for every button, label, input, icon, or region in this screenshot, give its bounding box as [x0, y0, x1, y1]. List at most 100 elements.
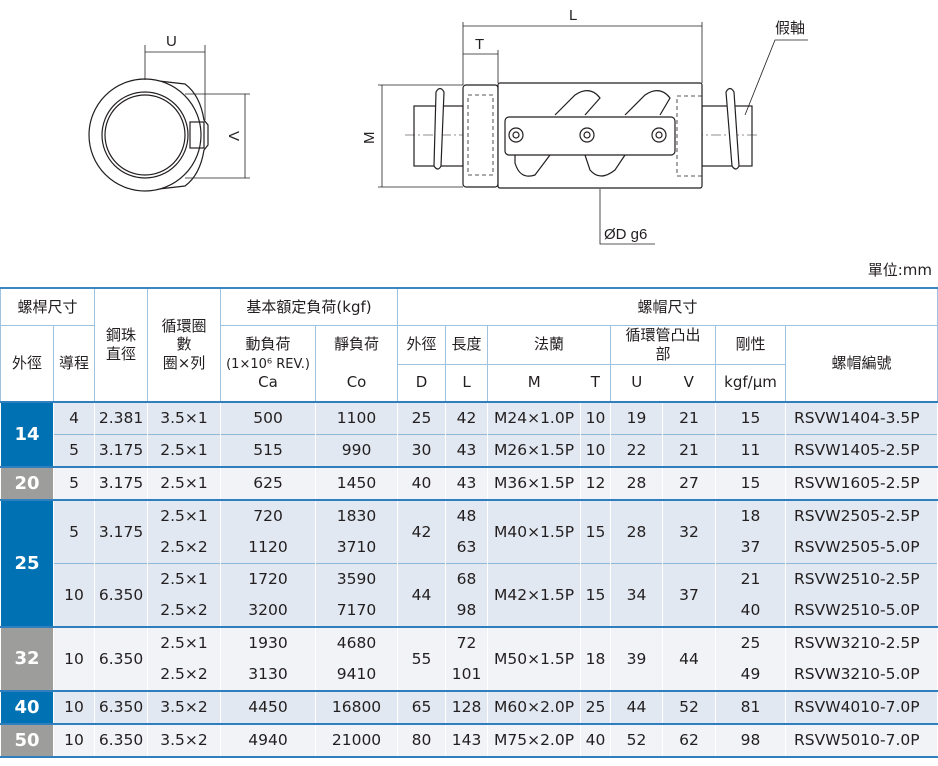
nut-od: 65: [397, 689, 447, 724]
circuits: 2.5×1: [147, 498, 222, 532]
ball-dia: 3.175: [94, 433, 149, 467]
tube-u: 44: [610, 689, 664, 724]
screw-outer-dia: 20: [0, 465, 54, 500]
header-model: 螺帽編號: [785, 325, 938, 402]
lead: 5: [52, 498, 96, 563]
retaining-ring-left: [433, 87, 445, 170]
header-v: V: [662, 364, 717, 403]
nut-model: RSVW2510-5.0P: [785, 594, 938, 627]
header-flange: 法蘭: [487, 325, 612, 365]
flange-t: 10: [580, 433, 612, 467]
static-load: 3710: [315, 531, 399, 563]
flange-m: M36×1.5P: [487, 465, 582, 500]
stiffness: 37: [715, 531, 787, 563]
static-load: 3590: [315, 562, 399, 595]
m-label: M: [361, 132, 378, 145]
header-circuits-sub: 圈×列: [162, 354, 206, 373]
ball-dia: 6.350: [94, 625, 149, 691]
ball-dia: 2.381: [94, 400, 149, 434]
flange-m: M75×2.0P: [487, 722, 582, 758]
nut-od: 42: [397, 498, 447, 563]
static-load: 4680: [315, 625, 399, 659]
header-circuits: 循環圈數圈×列: [147, 287, 222, 402]
nut-length: 98: [445, 594, 489, 627]
dynamic-load: 3130: [220, 658, 317, 691]
flange-t: 25: [580, 689, 612, 724]
header-outer-dia: 外徑: [0, 325, 54, 402]
screw-outer-dia: 40: [0, 689, 54, 724]
flange-t: 15: [580, 562, 612, 627]
header-load-rating: 基本額定負荷(kgf): [220, 287, 399, 326]
nut-model: RSVW2510-2.5P: [785, 562, 938, 595]
l-label: L: [569, 7, 577, 24]
nut-model: RSVW3210-5.0P: [785, 658, 938, 691]
stiffness: 25: [715, 625, 787, 659]
tube-u: 28: [610, 498, 664, 563]
header-u: U: [610, 364, 663, 403]
tube-v: 44: [662, 625, 717, 691]
nut-model: RSVW4010-7.0P: [785, 689, 938, 724]
nut-od: 55: [397, 625, 447, 691]
tube-v: 62: [662, 722, 717, 758]
lead: 10: [52, 562, 96, 627]
screw-outer-dia: 25: [0, 498, 54, 627]
static-load: 1450: [315, 465, 399, 500]
header-lead: 導程: [52, 325, 96, 402]
od-leader: [599, 189, 655, 245]
flange-m: M60×2.0P: [487, 689, 582, 724]
stiffness: 15: [715, 465, 787, 500]
header-length: 長度: [445, 325, 489, 365]
dynamic-load: 3200: [220, 594, 317, 627]
dynamic-load: 500: [220, 400, 317, 434]
flange-m: M42×1.5P: [487, 562, 582, 627]
flange-m: M26×1.5P: [487, 433, 582, 467]
circuits: 2.5×2: [147, 594, 222, 627]
flange-t: 12: [580, 465, 612, 500]
nut-outer-circle: [88, 78, 202, 192]
tube-v: 27: [662, 465, 717, 500]
nut-od: 25: [397, 400, 447, 434]
circuits: 3.5×1: [147, 400, 222, 434]
screw-circle: [104, 94, 186, 176]
u-label: U: [166, 33, 177, 50]
ball-dia: 6.350: [94, 562, 149, 627]
header-l: L: [445, 364, 489, 403]
dummy-shaft-label: 假軸: [775, 20, 805, 37]
nut-model: RSVW1605-2.5P: [785, 465, 938, 500]
t-label: T: [475, 36, 484, 53]
header-d: D: [397, 364, 447, 403]
tube-u: 34: [610, 562, 664, 627]
header-stiffness-unit: kgf/μm: [715, 364, 787, 403]
stiffness: 81: [715, 689, 787, 724]
tube-u: 22: [610, 433, 664, 467]
static-load: 9410: [315, 658, 399, 691]
nut-od: 80: [397, 722, 447, 758]
tube-u: 52: [610, 722, 664, 758]
nut-model: RSVW2505-5.0P: [785, 531, 938, 563]
ball-dia: 6.350: [94, 689, 149, 724]
lead: 10: [52, 722, 96, 758]
circuits: 2.5×1: [147, 433, 222, 467]
circuits: 3.5×2: [147, 689, 222, 724]
nut-length: 101: [445, 658, 489, 691]
flange-t: 18: [580, 625, 612, 691]
stiffness: 21: [715, 562, 787, 595]
nut-length: 43: [445, 433, 489, 467]
return-tubes: [514, 90, 671, 177]
flange-t: 10: [580, 400, 612, 434]
return-tube-stub: [189, 121, 205, 149]
lead: 5: [52, 465, 96, 500]
spec-table: 螺桿尺寸 鋼珠直徑 循環圈數圈×列 基本額定負荷(kgf) 螺帽尺寸 外徑 導程…: [0, 287, 938, 758]
nut-model: RSVW5010-7.0P: [785, 722, 938, 758]
header-dynamic: 動負荷(1×10⁶ REV.)Ca: [220, 325, 317, 402]
